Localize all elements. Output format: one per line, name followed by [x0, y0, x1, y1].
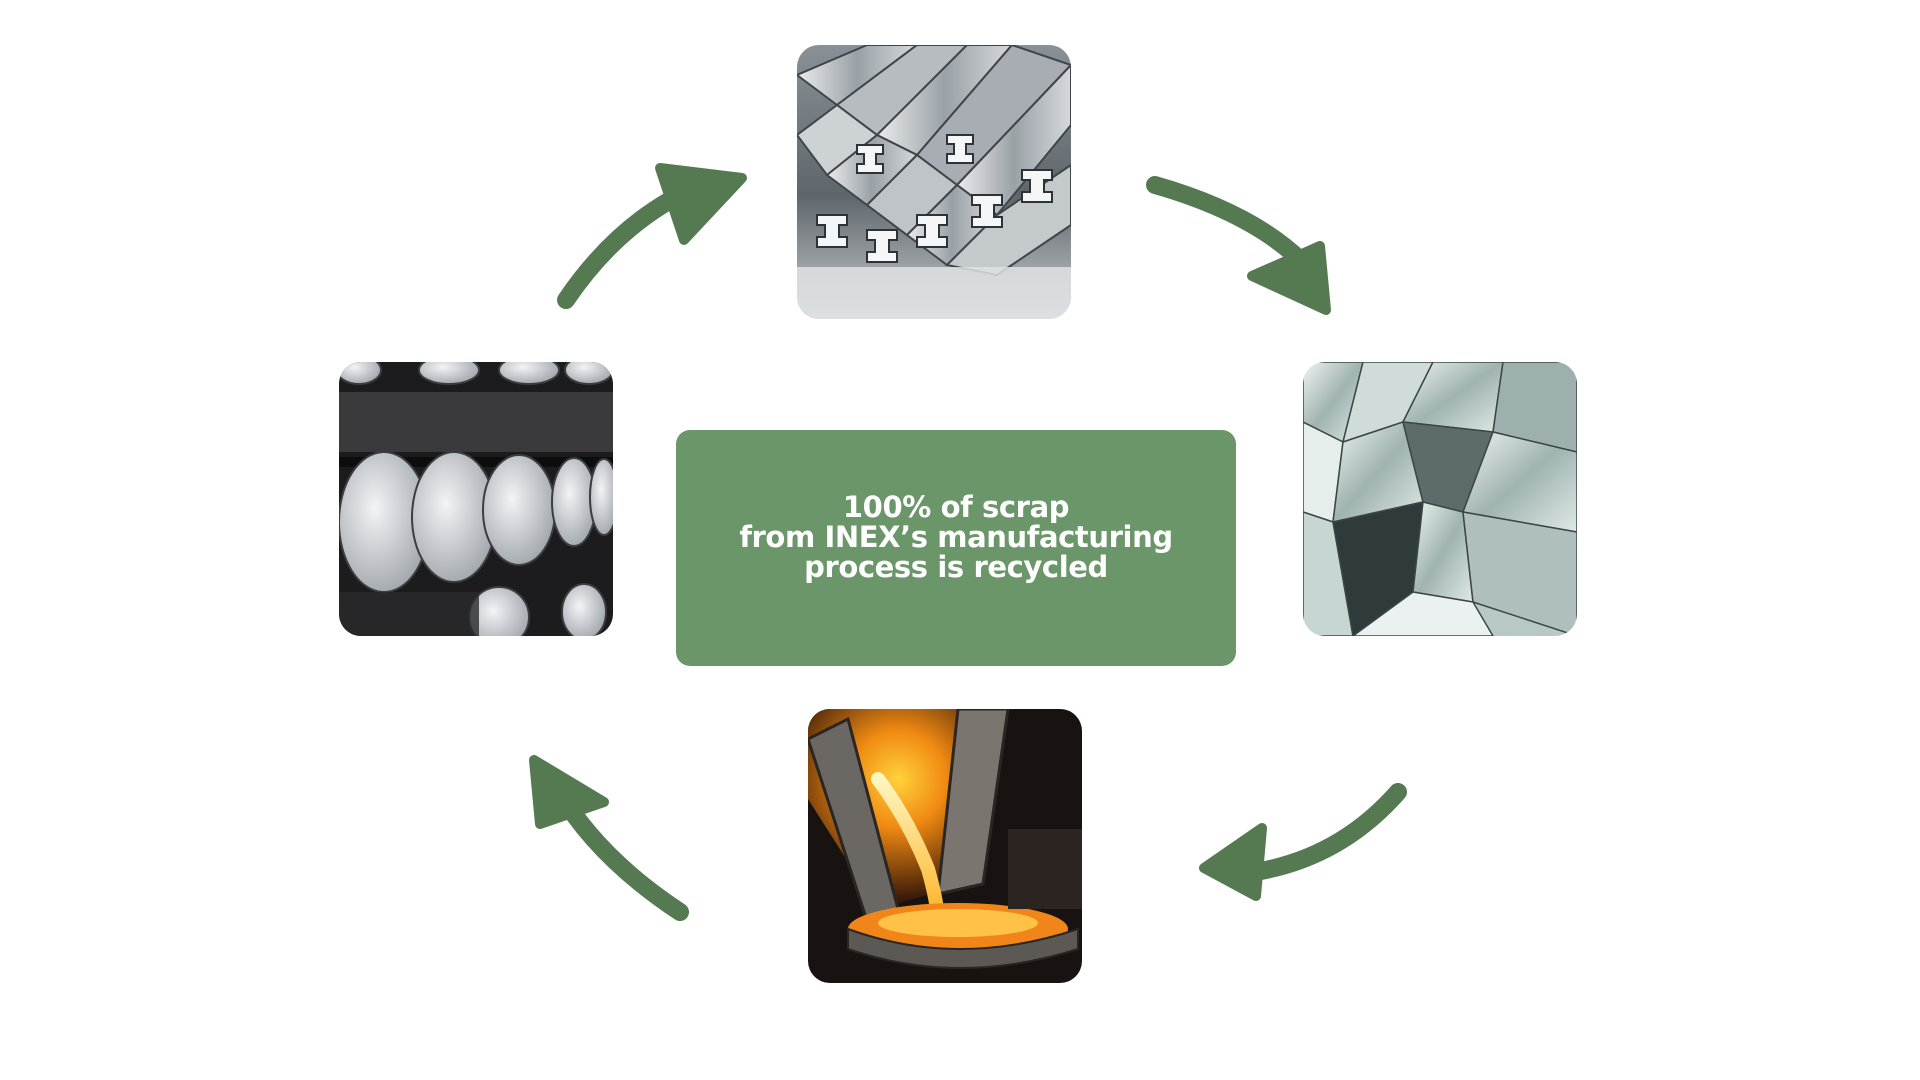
arrow-top-to-right — [1146, 176, 1331, 315]
crushed-scrap-image — [1303, 362, 1577, 636]
arrow-right-to-bottom — [1199, 783, 1407, 901]
photo-molten-metal — [808, 709, 1082, 983]
photo-crushed-scrap — [1303, 362, 1577, 636]
arrow-left-to-top — [557, 163, 747, 309]
arrow-bottom-to-left — [529, 755, 689, 921]
molten-metal-image — [808, 709, 1082, 983]
center-text-line-2: from INEX’s manufacturing — [739, 520, 1173, 554]
photo-aluminium-billets — [339, 362, 613, 636]
photo-extrusion-profiles — [797, 45, 1071, 319]
extrusion-profiles-image — [797, 45, 1071, 319]
aluminium-billets-image — [339, 362, 613, 636]
center-message-box: 100% of scrap from INEX’s manufacturing … — [676, 430, 1236, 666]
center-text-line-3: process is recycled — [804, 550, 1108, 584]
center-text-line-1: 100% of scrap — [842, 490, 1070, 524]
